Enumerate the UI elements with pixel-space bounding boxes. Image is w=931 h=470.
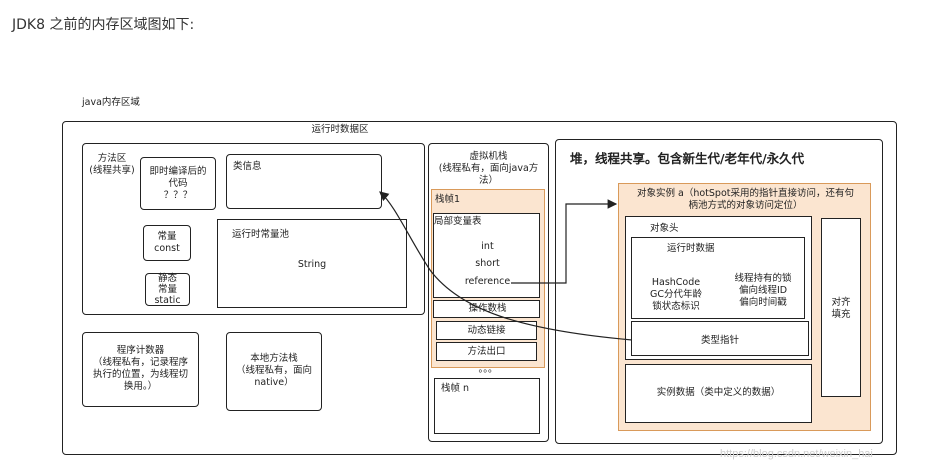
runtime-area-title: 运行时数据区 [311,124,369,135]
type-pointer: 类型指针 [631,321,809,356]
runtime-data-title: 运行时数据 [667,243,715,254]
runtime-pool-value: String [297,259,327,270]
local-var-reference: reference [464,276,511,287]
jit-line2: 代码 [168,178,188,189]
static-line2: 常量 [157,284,177,295]
locals-title: 局部变量表 [434,216,482,227]
region-label: java内存区域 [82,97,140,108]
vm-stack-line3: 法） [478,175,498,186]
static-box: 静态 常量 static [145,273,190,306]
program-counter: 程序计数器 （线程私有，记录程序 执行的位置，为线程切 换用。） [82,332,199,407]
pc-line1: 程序计数器 [116,345,165,356]
operand-label: 操作数栈 [468,303,507,314]
pc-line3: 执行的位置，为线程切 [92,369,188,380]
native-method-stack: 本地方法栈 （线程私有，面向 native） [226,332,322,411]
method-area-subtitle: (线程共享) [89,165,135,176]
const-line1: 常量 [157,231,177,242]
runtime-right-3: 偏向时间戳 [739,297,787,308]
frame-n-label: 栈帧 n [441,383,470,394]
padding-line2: 填充 [831,309,851,320]
page-heading: JDK8 之前的内存区域图如下: [12,17,195,33]
jit-line1: 即时编译后的 [149,166,207,177]
object-header-title: 对象头 [650,223,679,234]
class-info-label: 类信息 [233,161,262,172]
static-line3: static [154,295,181,306]
operand-stack: 操作数栈 [433,300,540,318]
dynamic-link: 动态链接 [436,321,537,340]
padding-line1: 对齐 [831,297,851,308]
runtime-data-box: 运行时数据 HashCode GC分代年龄 锁状态标识 线程持有的锁 偏向线程I… [631,237,805,319]
frames-ellipsis: 。。。 [478,364,498,375]
local-var-short: short [475,258,500,269]
jit-line3: ？？？ [163,190,193,201]
vm-stack-line2: (线程私有，面向java方 [438,163,539,174]
native-line3: native） [254,377,294,388]
stack-frame-n: 栈帧 n [434,378,540,434]
const-line2: const [154,243,180,254]
runtime-left-2: GC分代年龄 [650,289,702,300]
instance-data: 实例数据（类中定义的数据） [625,364,812,423]
watermark: https://blog.csdn.net/weixin_hai [720,448,873,460]
type-pointer-arrow [379,191,633,341]
alignment-padding: 对齐 填充 [821,218,861,397]
vm-stack-line1: 虚拟机栈 [469,151,508,162]
frame1-title: 栈帧1 [435,194,461,205]
object-line1: 对象实例 a（hotSpot采用的指针直接访问，还有句 [637,188,854,199]
instance-data-label: 实例数据（类中定义的数据） [656,387,781,398]
runtime-right-2: 偏向线程ID [738,285,788,296]
reference-arrow [511,199,618,284]
method-area-title: 方法区 [97,153,127,164]
const-box: 常量 const [143,225,191,261]
local-var-int: int [481,241,494,252]
native-line2: （线程私有，面向 [235,365,312,376]
static-line1: 静态 [157,273,177,284]
runtime-left-3: 锁状态标识 [652,301,700,312]
runtime-constant-pool: 运行时常量池 String [217,219,407,308]
local-variable-table: 局部变量表 int short reference [433,213,540,298]
pc-line4: 换用。） [123,381,158,392]
runtime-pool-title: 运行时常量池 [232,229,290,240]
jit-code-box: 即时编译后的 代码 ？？？ [140,157,216,210]
return-address-label: 方法出口 [467,346,506,357]
class-info-box: 类信息 [226,154,382,209]
dynamic-link-label: 动态链接 [467,325,506,336]
runtime-right-1: 线程持有的锁 [734,273,792,284]
pc-line2: （线程私有，记录程序 [92,357,188,368]
object-line2: 柄池方式的对象访问定位） [688,200,803,211]
type-pointer-label: 类型指针 [700,335,739,346]
return-address: 方法出口 [436,342,537,361]
runtime-left-1: HashCode [651,277,701,288]
heap-title: 堆，线程共享。包含新生代/老年代/永久代 [570,151,805,166]
native-line1: 本地方法栈 [250,353,298,364]
